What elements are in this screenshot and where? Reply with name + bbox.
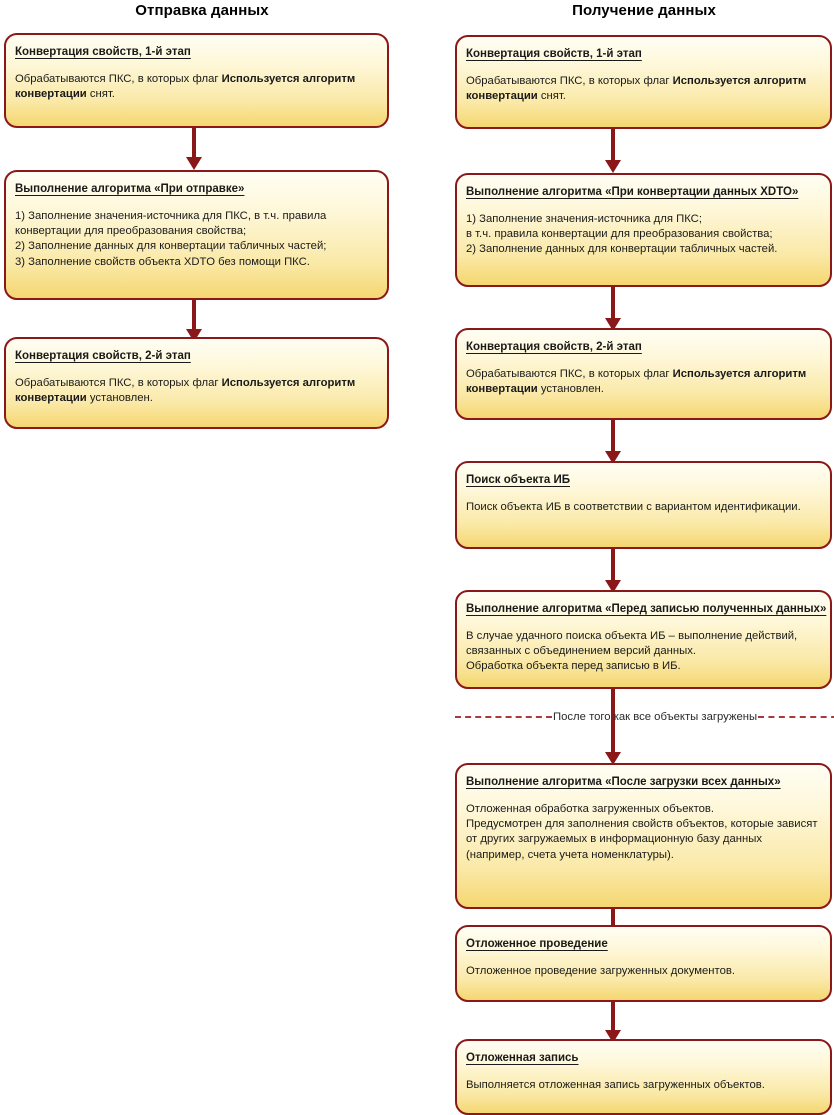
text-run: Обрабатываются ПКС, в которых флаг: [15, 377, 222, 389]
node-title: Конвертация свойств, 2-й этап: [15, 350, 191, 362]
text-run: 1) Заполнение значения-источника для ПКС…: [15, 210, 327, 238]
node-title: Отложенная запись: [466, 1052, 579, 1064]
text-run: Обрабатываются ПКС, в которых флаг: [466, 75, 673, 87]
arrow-receive-1-to-2: [605, 129, 621, 173]
text-run: снят.: [86, 88, 115, 101]
text-run: Обрабатываются ПКС, в которых флаг: [15, 73, 222, 85]
separator-dash-right: [758, 716, 834, 718]
node-receive-convert-stage2[interactable]: Конвертация свойств, 2-й этап Обрабатыва…: [455, 328, 832, 420]
node-receive-deferred-write[interactable]: Отложенная запись Выполняется отложенная…: [455, 1039, 832, 1115]
node-body: Обрабатываются ПКС, в которых флаг Испол…: [15, 376, 378, 406]
node-body: Обрабатываются ПКС, в которых флаг Испол…: [466, 74, 821, 104]
node-title: Выполнение алгоритма «Перед записью полу…: [466, 603, 827, 615]
node-receive-search-object[interactable]: Поиск объекта ИБ Поиск объекта ИБ в соот…: [455, 461, 832, 549]
arrow-receive-4-to-5: [605, 549, 621, 593]
node-body: В случае удачного поиска объекта ИБ – вы…: [466, 629, 821, 675]
text-run: установлен.: [86, 392, 153, 405]
node-receive-algorithm-xdto-convert[interactable]: Выполнение алгоритма «При конвертации да…: [455, 173, 832, 287]
column-title-receive-data: Получение данных: [572, 2, 716, 19]
arrow-send-1-to-2: [186, 128, 202, 170]
node-title: Отложенное проведение: [466, 938, 608, 950]
node-title: Поиск объекта ИБ: [466, 474, 570, 486]
text-run: 2) Заполнение данных для конвертации таб…: [466, 243, 778, 256]
arrow-receive-2-to-3: [605, 287, 621, 331]
text-run: в т.ч. правила конвертации для преобразо…: [466, 228, 773, 241]
text-run: В случае удачного поиска объекта ИБ – вы…: [466, 630, 798, 658]
text-run-bold: Используется алгоритм конвертации: [466, 75, 807, 103]
node-receive-deferred-posting[interactable]: Отложенное проведение Отложенное проведе…: [455, 925, 832, 1002]
text-run-bold: Используется алгоритм конвертации: [466, 368, 807, 396]
node-receive-convert-stage1[interactable]: Конвертация свойств, 1-й этап Обрабатыва…: [455, 35, 832, 129]
node-send-convert-stage2[interactable]: Конвертация свойств, 2-й этап Обрабатыва…: [4, 337, 389, 429]
node-body: Поиск объекта ИБ в соответствии с вариан…: [466, 500, 821, 515]
text-run: 2) Заполнение данных для конвертации таб…: [15, 240, 327, 253]
arrow-receive-5-to-6: [605, 689, 621, 765]
text-run: Отложенное проведение загруженных докуме…: [466, 965, 736, 977]
text-run-bold: Используется алгоритм конвертации: [15, 73, 356, 101]
node-body: 1) Заполнение значения-источника для ПКС…: [466, 212, 821, 258]
separator-after-all-objects-loaded: После того как все объекты загружены: [455, 709, 834, 725]
text-run: Предусмотрен для заполнения свойств объе…: [466, 818, 818, 861]
node-title: Выполнение алгоритма «При отправке»: [15, 183, 245, 195]
arrow-receive-3-to-4: [605, 420, 621, 464]
text-run: снят.: [537, 90, 566, 103]
text-run-bold: Используется алгоритм конвертации: [15, 377, 356, 405]
text-run: Обрабатываются ПКС, в которых флаг: [466, 368, 673, 380]
node-body: Выполняется отложенная запись загруженны…: [466, 1078, 821, 1093]
separator-dash-left: [455, 716, 552, 718]
node-title: Конвертация свойств, 2-й этап: [466, 341, 642, 353]
text-run: Выполняется отложенная запись загруженны…: [466, 1079, 765, 1091]
node-title: Конвертация свойств, 1-й этап: [15, 46, 191, 58]
arrow-receive-7-to-8: [605, 1002, 621, 1043]
node-body: 1) Заполнение значения-источника для ПКС…: [15, 209, 378, 270]
arrow-send-2-to-3: [186, 300, 202, 342]
node-title: Выполнение алгоритма «После загрузки все…: [466, 776, 781, 788]
node-receive-algorithm-after-all-loaded[interactable]: Выполнение алгоритма «После загрузки все…: [455, 763, 832, 909]
node-send-algorithm-on-send[interactable]: Выполнение алгоритма «При отправке» 1) З…: [4, 170, 389, 300]
text-run: Отложенная обработка загруженных объекто…: [466, 803, 715, 815]
node-title: Конвертация свойств, 1-й этап: [466, 48, 642, 60]
node-body: Обрабатываются ПКС, в которых флаг Испол…: [15, 72, 378, 102]
text-run: 1) Заполнение значения-источника для ПКС…: [466, 213, 702, 225]
text-run: 3) Заполнение свойств объекта XDTO без п…: [15, 255, 310, 268]
node-receive-algorithm-before-write[interactable]: Выполнение алгоритма «Перед записью полу…: [455, 590, 832, 689]
separator-label: После того как все объекты загружены: [553, 711, 758, 723]
node-send-convert-stage1[interactable]: Конвертация свойств, 1-й этап Обрабатыва…: [4, 33, 389, 128]
text-run: Обработка объекта перед записью в ИБ.: [466, 660, 681, 673]
node-title: Выполнение алгоритма «При конвертации да…: [466, 186, 799, 198]
text-run: установлен.: [537, 383, 604, 396]
node-body: Отложенное проведение загруженных докуме…: [466, 964, 821, 979]
text-run: Поиск объекта ИБ в соответствии с вариан…: [466, 501, 801, 513]
node-body: Обрабатываются ПКС, в которых флаг Испол…: [466, 367, 821, 397]
node-body: Отложенная обработка загруженных объекто…: [466, 802, 821, 863]
column-title-send-data: Отправка данных: [135, 2, 269, 19]
